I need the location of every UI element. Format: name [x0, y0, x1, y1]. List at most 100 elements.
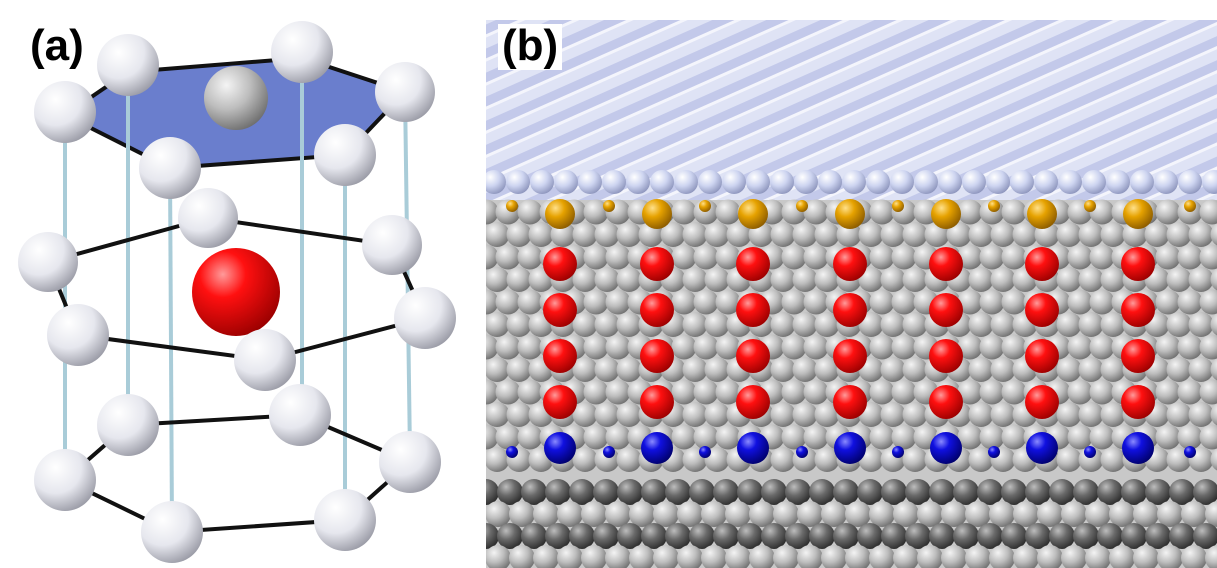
top-sheet-edge-atom	[698, 170, 722, 194]
top-sheet-edge-atom	[650, 170, 674, 194]
grey-lattice-atom	[1188, 312, 1214, 337]
grey-lattice-atom	[1001, 424, 1027, 450]
substrate-atom	[1097, 523, 1123, 549]
grey-lattice-atom	[1056, 447, 1082, 472]
grey-lattice-atom	[1056, 222, 1082, 247]
blue-atom	[737, 432, 769, 464]
red-atom	[1025, 247, 1059, 281]
substrate-atom	[617, 523, 643, 549]
grey-lattice-atom	[1166, 312, 1192, 337]
grey-lattice-atom	[1078, 222, 1104, 247]
grey-lattice-atom	[1078, 402, 1104, 427]
grey-lattice-atom	[1210, 358, 1217, 381]
substrate-atom	[653, 545, 679, 568]
grey-lattice-atom	[1067, 244, 1093, 270]
grey-lattice-atom	[880, 267, 906, 292]
substrate-atom	[1037, 501, 1063, 527]
red-atom	[640, 385, 674, 419]
grey-lattice-atom	[792, 312, 818, 337]
grey-lattice-atom	[1199, 199, 1217, 225]
grey-lattice-atom	[814, 312, 840, 337]
grey-lattice-atom	[495, 334, 521, 360]
top-sheet-edge-atom	[722, 170, 746, 194]
grey-lattice-atom	[616, 312, 642, 337]
substrate-atom	[569, 479, 595, 505]
substrate-atom	[545, 523, 571, 549]
substrate-atom	[977, 523, 1003, 549]
grey-lattice-atom	[715, 379, 741, 405]
substrate-atom	[965, 545, 991, 568]
red-atom	[543, 385, 577, 419]
grey-lattice-atom	[1089, 289, 1115, 315]
substrate-atom	[486, 501, 511, 527]
grey-lattice-atom	[1199, 289, 1217, 315]
top-sheet-edge-atom	[1106, 170, 1130, 194]
grey-lattice-atom	[517, 379, 543, 405]
substrate-atom	[1061, 545, 1087, 568]
grey-lattice-atom	[583, 244, 609, 270]
grey-lattice-atom	[957, 334, 983, 360]
grey-lattice-atom	[605, 289, 631, 315]
substrate-atom	[1097, 479, 1123, 505]
red-atom	[1025, 339, 1059, 373]
grey-lattice-atom	[792, 357, 818, 382]
grey-lattice-atom	[814, 357, 840, 382]
grey-lattice-atom	[1089, 424, 1115, 450]
grey-lattice-atom	[594, 267, 620, 292]
substrate-atom	[1205, 545, 1217, 568]
grey-lattice-atom	[770, 267, 796, 292]
grey-lattice-atom	[486, 312, 510, 337]
grey-lattice-atom	[594, 357, 620, 382]
gold-accent-atom	[892, 200, 904, 212]
substrate-atom	[965, 501, 991, 527]
substrate-atom	[629, 501, 655, 527]
substrate-atom	[797, 501, 823, 527]
grey-lattice-atom	[891, 424, 917, 450]
substrate-atom	[665, 479, 691, 505]
top-sheet	[486, 20, 1217, 200]
grey-lattice-atom	[1056, 402, 1082, 427]
grey-lattice-atom	[583, 289, 609, 315]
grey-lattice-atom	[671, 244, 697, 270]
substrate-atom	[917, 501, 943, 527]
red-atom	[929, 339, 963, 373]
grey-lattice-atom	[572, 357, 598, 382]
substrate-atom	[773, 545, 799, 568]
substrate-atom	[953, 479, 979, 505]
grey-lattice-atom	[902, 357, 928, 382]
grey-lattice-atom	[902, 447, 928, 472]
gold-atom	[642, 199, 672, 229]
top-sheet-edge-atom	[506, 170, 530, 194]
grey-lattice-atom	[957, 289, 983, 315]
grey-lattice-atom	[979, 379, 1005, 405]
substrate-atom	[1157, 545, 1183, 568]
substrate-atom	[881, 479, 907, 505]
substrate-atom	[905, 523, 931, 549]
substrate-atom	[617, 479, 643, 505]
grey-lattice-atom	[968, 267, 994, 292]
grey-lattice-atom	[671, 424, 697, 450]
substrate-atom	[581, 545, 607, 568]
top-center-atom	[204, 66, 268, 130]
grey-lattice-atom	[1188, 357, 1214, 382]
grey-lattice-atom	[1188, 402, 1214, 427]
grey-lattice-atom	[506, 357, 532, 382]
grey-lattice-atom	[957, 379, 983, 405]
grey-lattice-atom	[781, 334, 807, 360]
grey-lattice-atom	[1199, 424, 1217, 450]
grey-lattice-atom	[486, 222, 510, 247]
substrate-atom	[737, 479, 763, 505]
grey-lattice-atom	[1177, 379, 1203, 405]
top-sheet-edge-atom	[1034, 170, 1058, 194]
grey-lattice-atom	[836, 222, 862, 247]
grey-lattice-atom	[704, 267, 730, 292]
grey-lattice-atom	[968, 357, 994, 382]
grey-lattice-atom	[814, 222, 840, 247]
substrate-atom	[929, 523, 955, 549]
substrate-atom	[1061, 501, 1087, 527]
red-interstitial-atom	[192, 248, 280, 336]
substrate-atom	[785, 523, 811, 549]
red-atom	[929, 293, 963, 327]
grey-lattice-atom	[616, 267, 642, 292]
substrate-atom	[785, 479, 811, 505]
